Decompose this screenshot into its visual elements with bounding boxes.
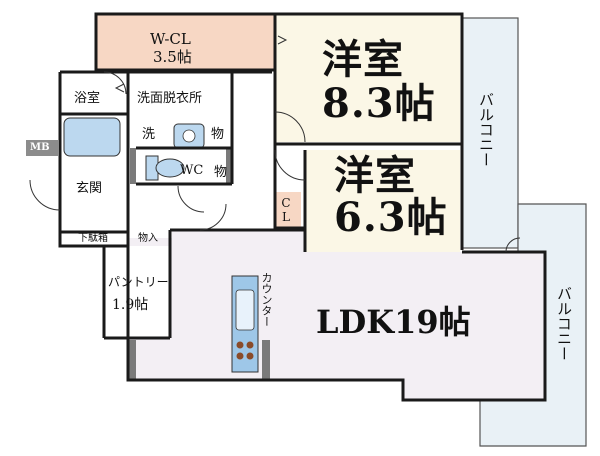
pillar (262, 340, 270, 380)
mb-label: MB (30, 142, 50, 153)
toilet-bowl (155, 158, 185, 178)
closet-markers (114, 35, 288, 93)
balcony-lower-label: バルコニー (555, 286, 573, 361)
storage-entry-label: 物入 (138, 233, 158, 244)
bathtub (63, 117, 121, 157)
pantry-label: パントリー (108, 275, 169, 289)
pillar (130, 148, 136, 184)
balcony-upper-label: バルコニー (477, 92, 495, 167)
western-room-1-floor (275, 14, 460, 142)
mb-box (26, 140, 58, 156)
bath-label: 浴室 (74, 91, 101, 106)
wcl-size: 3.5帖 (153, 48, 192, 66)
ldk-label: LDK19帖 (316, 303, 471, 341)
door-swings (29, 71, 521, 253)
pillar (226, 148, 232, 184)
shoe-cabinet-label: 下駄箱 (78, 233, 108, 244)
stove-burner (236, 352, 244, 360)
western-room-1-size: 8.3帖 (322, 80, 436, 127)
washroom-label: 洗面脱衣所 (137, 91, 203, 106)
cl-label: CL (279, 196, 293, 224)
entrance-label: 玄関 (76, 181, 103, 196)
walls (58, 12, 547, 402)
pantry-floor (104, 246, 170, 338)
cl-floor (275, 192, 301, 228)
balcony-upper-area (461, 17, 519, 249)
western-room-2-label: 洋室 (334, 152, 416, 199)
wc-label: WC (180, 163, 204, 178)
wcl-floor (96, 14, 275, 70)
washer-label: 洗 (142, 127, 156, 142)
pantry-size: 1.9帖 (112, 297, 149, 313)
wcl-label: W-CL (150, 30, 191, 48)
stove-burner (246, 341, 254, 349)
vanity-basin (182, 129, 196, 143)
storage-label-2: 物 (214, 165, 228, 180)
pillar (128, 340, 136, 380)
storage-label-1: 物 (211, 127, 225, 142)
kitchen-sink (235, 289, 255, 331)
western-room-2-size: 6.3帖 (334, 194, 448, 241)
western-room-2-floor (305, 150, 460, 252)
stove-burner (246, 352, 254, 360)
counter-label: カウンター (260, 272, 273, 327)
stove-burner (236, 341, 244, 349)
western-room-1-label: 洋室 (322, 36, 404, 83)
